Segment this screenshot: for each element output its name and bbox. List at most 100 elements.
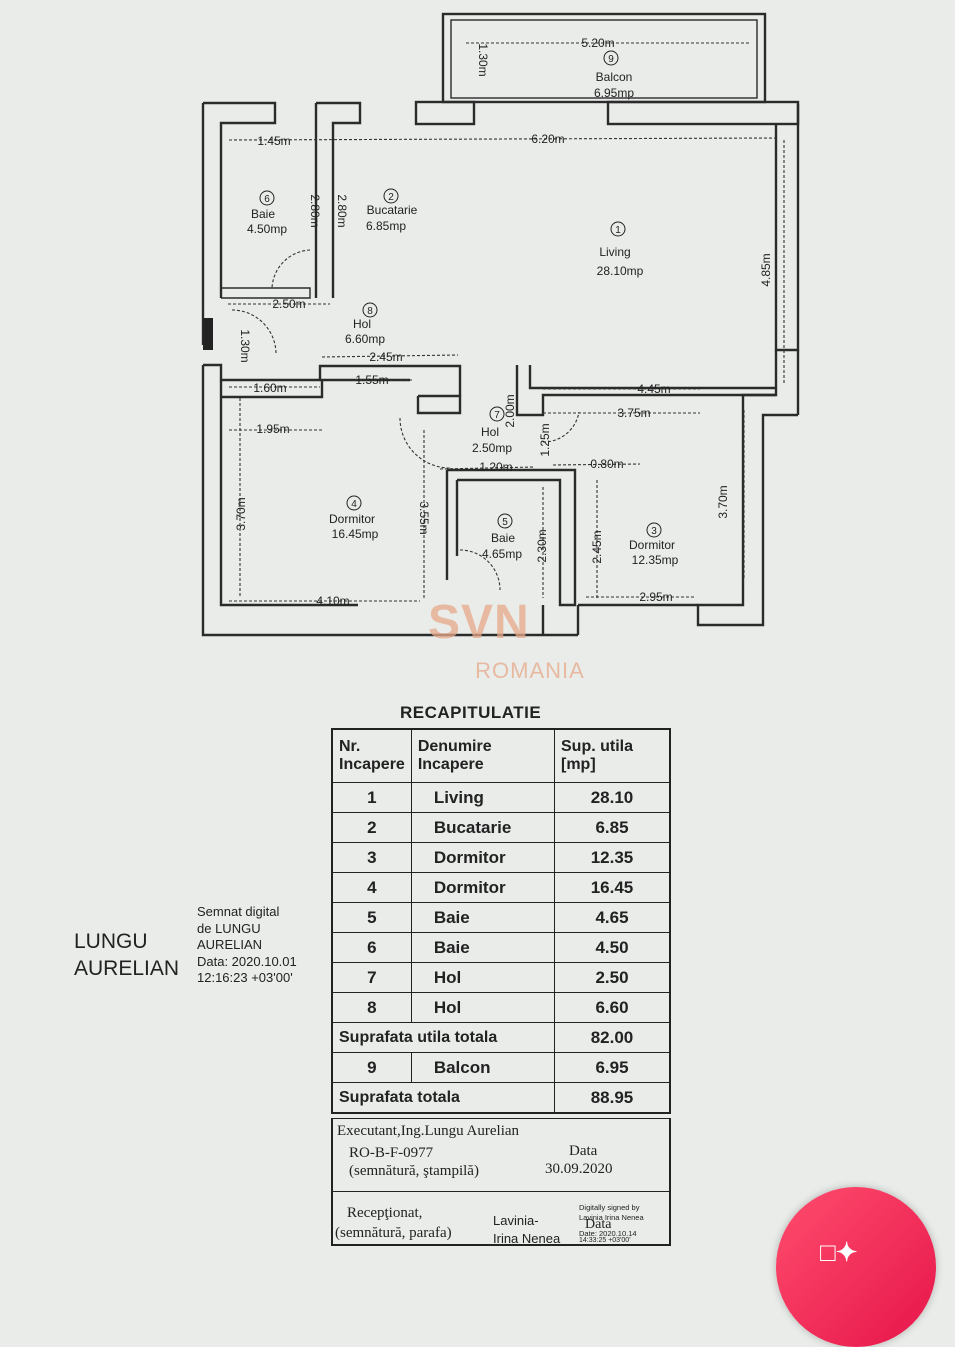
room-area: 28.10mp xyxy=(597,264,644,278)
row-name: Bucatarie xyxy=(410,812,556,843)
room-name: Balcon xyxy=(596,70,633,84)
room-nr: 4 xyxy=(351,499,357,510)
dim-label: 2.45m xyxy=(369,350,402,364)
door-swings xyxy=(203,249,580,591)
grand-total-value: 88.95 xyxy=(554,1082,671,1114)
row-nr: 8 xyxy=(331,992,412,1023)
row-name: Hol xyxy=(410,962,556,993)
edit-image-button[interactable]: □✦ xyxy=(776,1187,936,1347)
dim-label: 1.30m xyxy=(238,329,252,362)
row-value: 6.95 xyxy=(554,1052,671,1083)
table-row: 9 Balcon 6.95 xyxy=(331,1052,671,1083)
room-nr: 8 xyxy=(367,306,373,317)
row-nr: 2 xyxy=(331,812,412,843)
watermark: SVN ROMANIA xyxy=(428,596,585,683)
header-name: Denumire Incapere xyxy=(410,728,556,783)
row-name: Baie xyxy=(410,932,556,963)
row-nr: 9 xyxy=(331,1052,412,1083)
digital-sign-1: Digitally signed by xyxy=(579,1203,640,1212)
received-text: Recepţionat, xyxy=(347,1205,423,1221)
room-area: 12.35mp xyxy=(632,553,679,567)
dim-label: 4.85m xyxy=(759,253,773,286)
recap-title: RECAPITULATIE xyxy=(400,703,542,722)
dim-label: 1.25m xyxy=(538,423,552,456)
entry-door-icon xyxy=(203,318,213,350)
dim-label: 1.30m xyxy=(476,43,490,76)
room-name: Baie xyxy=(491,531,515,545)
header-area: Sup. utila [mp] xyxy=(554,728,671,783)
row-name: Living xyxy=(410,782,556,813)
dim-label: 2.80m xyxy=(335,194,349,227)
room-area: 6.95mp xyxy=(594,86,634,100)
date-label: Data xyxy=(569,1143,598,1159)
room-nr: 7 xyxy=(494,410,500,421)
interior-walls xyxy=(416,365,776,635)
row-value: 12.35 xyxy=(554,842,671,873)
row-value: 2.50 xyxy=(554,962,671,993)
dim-label: 2.80m xyxy=(308,194,322,227)
row-value: 6.85 xyxy=(554,812,671,843)
sign-meta-line: AURELIAN xyxy=(197,937,263,952)
room-area: 6.85mp xyxy=(366,219,406,233)
sign-meta-line: 12:16:23 +03'00' xyxy=(197,970,293,985)
room-nr: 6 xyxy=(264,194,270,205)
room-area: 4.65mp xyxy=(482,547,522,561)
sign-meta-line: Data: 2020.10.01 xyxy=(197,953,297,969)
signer-name-line2: AURELIAN xyxy=(74,957,180,980)
useful-total-value: 82.00 xyxy=(554,1022,671,1053)
dim-label: 2.30m xyxy=(535,529,549,562)
watermark-brand: SVN xyxy=(428,596,530,649)
digital-sign-3: Date: 2020.10.14 xyxy=(579,1229,637,1238)
dimension-lines xyxy=(228,42,785,602)
dim-label: 1.20m xyxy=(479,460,512,474)
dimension-labels: 5.20m 1.30m 1.45m 6.20m 2.80m 2.80m 4.85… xyxy=(234,36,773,608)
digital-signature-meta: Semnat digital de LUNGU AURELIAN Data: 2… xyxy=(197,904,297,987)
row-value: 6.60 xyxy=(554,992,671,1023)
dim-label: 3.75m xyxy=(617,406,650,420)
balcony-walls xyxy=(414,12,800,126)
signer-name: LUNGU AURELIAN xyxy=(74,928,179,982)
row-name: Baie xyxy=(410,902,556,933)
row-name: Dormitor xyxy=(410,872,556,903)
received-note: (semnătură, parafa) xyxy=(335,1225,452,1241)
table-header-row: Nr. Incapere Denumire Incapere Sup. util… xyxy=(331,728,671,783)
row-name: Dormitor xyxy=(410,842,556,873)
dim-label: 1.95m xyxy=(256,422,289,436)
dim-label: 2.00m xyxy=(503,394,517,427)
dim-label: 3.70m xyxy=(234,497,248,530)
header-nr-text: Nr. Incapere xyxy=(339,738,405,773)
row-value: 4.65 xyxy=(554,902,671,933)
row-nr: 3 xyxy=(331,842,412,873)
receiver-line2: Irina Nenea xyxy=(493,1231,561,1246)
row-name: Balcon xyxy=(410,1052,556,1083)
room-nr: 1 xyxy=(615,225,621,236)
dim-label: 4.10m xyxy=(316,594,349,608)
grand-total-row: Suprafata totala 88.95 xyxy=(331,1082,671,1114)
room-area: 6.60mp xyxy=(345,332,385,346)
date-value: 30.09.2020 xyxy=(545,1161,613,1177)
header-area-text: Sup. utila [mp] xyxy=(561,738,633,773)
row-value: 4.50 xyxy=(554,932,671,963)
sign-meta-line: Semnat digital xyxy=(197,904,280,919)
dim-label: 1.45m xyxy=(257,134,290,148)
row-nr: 4 xyxy=(331,872,412,903)
header-nr: Nr. Incapere xyxy=(331,728,412,783)
room-name: Dormitor xyxy=(629,538,675,552)
executant-code: RO-B-F-0977 xyxy=(349,1145,434,1161)
image-edit-icon: □✦ xyxy=(820,1237,858,1267)
signature-block: Executant,Ing.Lungu Aurelian RO-B-F-0977… xyxy=(331,1118,671,1246)
header-name-text: Denumire Incapere xyxy=(417,738,492,773)
room-area: 2.50mp xyxy=(472,441,512,455)
watermark-sub: ROMANIA xyxy=(475,658,585,683)
dim-label: 0.80m xyxy=(590,457,623,471)
dim-label: 4.45m xyxy=(637,382,670,396)
signer-name-line1: LUNGU xyxy=(74,930,148,953)
room-nr: 5 xyxy=(502,517,508,528)
